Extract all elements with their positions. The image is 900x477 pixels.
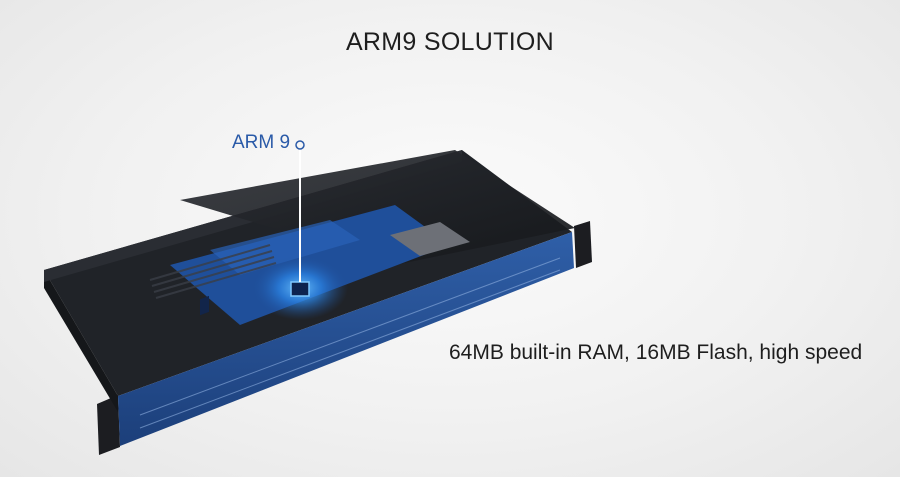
arm9-chip <box>290 281 310 297</box>
spec-description: 64MB built-in RAM, 16MB Flash, high spee… <box>449 341 863 364</box>
callout-pin-icon <box>295 140 305 150</box>
chassis-lid <box>180 150 575 265</box>
page-title: ARM9 SOLUTION <box>345 28 555 56</box>
arm9-callout-label: ARM 9 <box>232 132 291 153</box>
power-module <box>390 222 470 256</box>
front-panel <box>118 232 574 446</box>
right-rack-ear <box>574 221 592 268</box>
left-rack-ear <box>97 395 120 455</box>
